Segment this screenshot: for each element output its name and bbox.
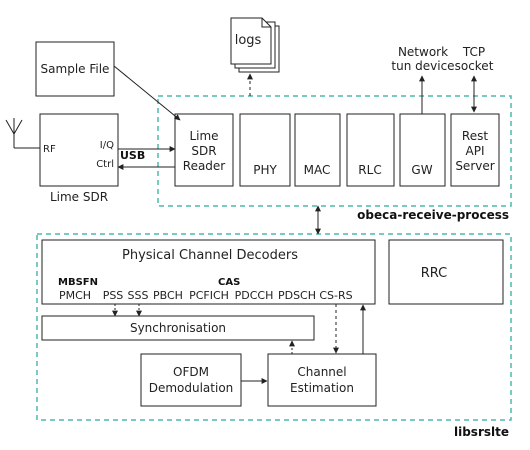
ofdm-label-line1: OFDM [173, 365, 209, 379]
reader-label-line3: Reader [183, 159, 226, 173]
ofdm-demodulation-box [140, 353, 242, 407]
lime-sdr-box [39, 113, 119, 187]
rest-label-line3: Server [455, 159, 494, 173]
rf-label: RF [43, 144, 56, 155]
reader-label-line1: Lime [189, 129, 218, 143]
channel-sss: SSS [128, 289, 149, 302]
synchronisation-label: Synchronisation [130, 321, 226, 335]
libsrslte-group [36, 233, 512, 421]
ctrl-label: Ctrl [96, 159, 114, 170]
gw-box [399, 113, 446, 187]
channel-pss: PSS [103, 289, 124, 302]
antenna-icon [5, 118, 40, 149]
rrc-label: RRC [421, 266, 448, 281]
chest-label-line1: Channel [297, 365, 346, 379]
sample-file-box [35, 41, 115, 97]
cas-label: CAS [218, 277, 240, 288]
network-label-line2: tun device [391, 59, 454, 73]
pcd-title: Physical Channel Decoders [122, 248, 298, 263]
channel-cs-rs: CS-RS [319, 289, 352, 302]
lime-sdr-label: Lime SDR [50, 190, 108, 204]
tcp-label-line1: TCP [462, 45, 485, 59]
rest-label-line1: Rest [462, 129, 488, 143]
channel-pcfich: PCFICH [189, 289, 229, 302]
sample-file-label: Sample File [41, 62, 110, 76]
logs-document-icon [230, 17, 280, 73]
gw-label: GW [411, 163, 432, 177]
chest-label-line2: Estimation [290, 381, 354, 395]
obeca-receive-process-group [157, 95, 512, 207]
iq-label: I/Q [100, 140, 114, 151]
rlc-label: RLC [358, 163, 381, 177]
mac-label: MAC [304, 163, 331, 177]
rest-label-line2: API [466, 144, 485, 158]
mac-box [294, 113, 341, 187]
logs-label: logs [235, 33, 262, 48]
rlc-box [346, 113, 395, 187]
network-label-line1: Network [398, 45, 448, 59]
phy-label: PHY [253, 163, 277, 177]
synchronisation-box [41, 315, 315, 341]
mbsfn-label: MBSFN [58, 277, 98, 288]
tcp-label-line2: socket [455, 59, 494, 73]
physical-channel-decoders-box [41, 239, 376, 305]
ofdm-label-line2: Demodulation [149, 381, 234, 395]
libsrslte-label: libsrslte [454, 425, 509, 439]
channel-pdcch: PDCCH [235, 289, 274, 302]
reader-label-line2: SDR [191, 144, 216, 158]
channel-estimation-box [267, 353, 377, 407]
phy-box [239, 113, 291, 187]
channel-pdsch: PDSCH [278, 289, 316, 302]
rest-api-server-box [450, 113, 500, 187]
rrc-box [388, 239, 504, 305]
obeca-receive-process-label: obeca-receive-process [357, 208, 509, 222]
channel-pmch: PMCH [59, 289, 91, 302]
usb-label: USB [120, 149, 145, 162]
channel-pbch: PBCH [153, 289, 183, 302]
sample-file-arrow [113, 65, 181, 121]
